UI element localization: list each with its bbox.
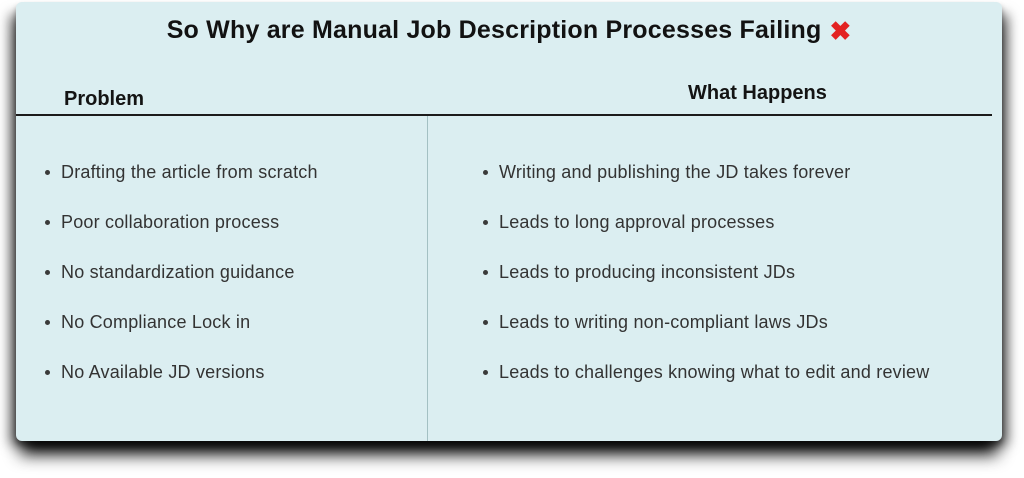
list-item-label: Poor collaboration process: [61, 211, 280, 232]
list-item: Leads to producing inconsistent JDs: [427, 247, 1002, 297]
red-cross-icon: ✖: [829, 16, 852, 46]
list-item-label: Leads to long approval processes: [499, 211, 775, 232]
list-item-label: Writing and publishing the JD takes fore…: [499, 161, 851, 182]
column-header-problem: Problem: [64, 88, 145, 110]
title-row: So Why are Manual Job Description Proces…: [16, 16, 1002, 47]
bullet-dot-icon: [45, 269, 50, 275]
bullet-dot-icon: [45, 319, 50, 325]
list-item: Drafting the article from scratch: [16, 147, 427, 197]
list-item: Leads to writing non-compliant laws JDs: [427, 297, 1002, 347]
bullet-dot-icon: [45, 219, 50, 225]
list-item: No Compliance Lock in: [16, 297, 427, 347]
what-happens-list: Writing and publishing the JD takes fore…: [427, 116, 1002, 397]
what-happens-column: Writing and publishing the JD takes fore…: [427, 116, 1002, 441]
list-item: Writing and publishing the JD takes fore…: [427, 147, 1002, 197]
list-item: No Available JD versions: [16, 347, 427, 397]
list-item-label: Leads to writing non-compliant laws JDs: [499, 311, 828, 332]
list-item: Leads to challenges knowing what to edit…: [427, 347, 1002, 397]
column-headers: Problem What Happens: [16, 80, 1002, 114]
comparison-body: Drafting the article from scratch Poor c…: [16, 116, 1002, 441]
bullet-dot-icon: [483, 219, 488, 225]
bullet-dot-icon: [45, 169, 50, 175]
failing-processes-card: So Why are Manual Job Description Proces…: [16, 2, 1002, 441]
list-item-label: No Available JD versions: [61, 361, 265, 382]
bullet-dot-icon: [45, 369, 50, 375]
header-divider-line: [16, 114, 992, 116]
bullet-dot-icon: [483, 269, 488, 275]
list-item: Poor collaboration process: [16, 197, 427, 247]
list-item: Leads to long approval processes: [427, 197, 1002, 247]
problem-column: Drafting the article from scratch Poor c…: [16, 116, 427, 441]
bullet-dot-icon: [483, 369, 488, 375]
bullet-dot-icon: [483, 169, 488, 175]
bullet-dot-icon: [483, 319, 488, 325]
page-title: So Why are Manual Job Description Proces…: [166, 16, 822, 44]
list-item: No standardization guidance: [16, 247, 427, 297]
list-item-label: No Compliance Lock in: [61, 311, 251, 332]
problem-list: Drafting the article from scratch Poor c…: [16, 116, 427, 397]
list-item-label: Leads to challenges knowing what to edit…: [499, 361, 930, 382]
column-header-what-happens: What Happens: [688, 82, 827, 104]
list-item-label: Drafting the article from scratch: [61, 161, 318, 182]
column-divider-line: [427, 116, 428, 441]
list-item-label: No standardization guidance: [61, 261, 295, 282]
list-item-label: Leads to producing inconsistent JDs: [499, 261, 796, 282]
